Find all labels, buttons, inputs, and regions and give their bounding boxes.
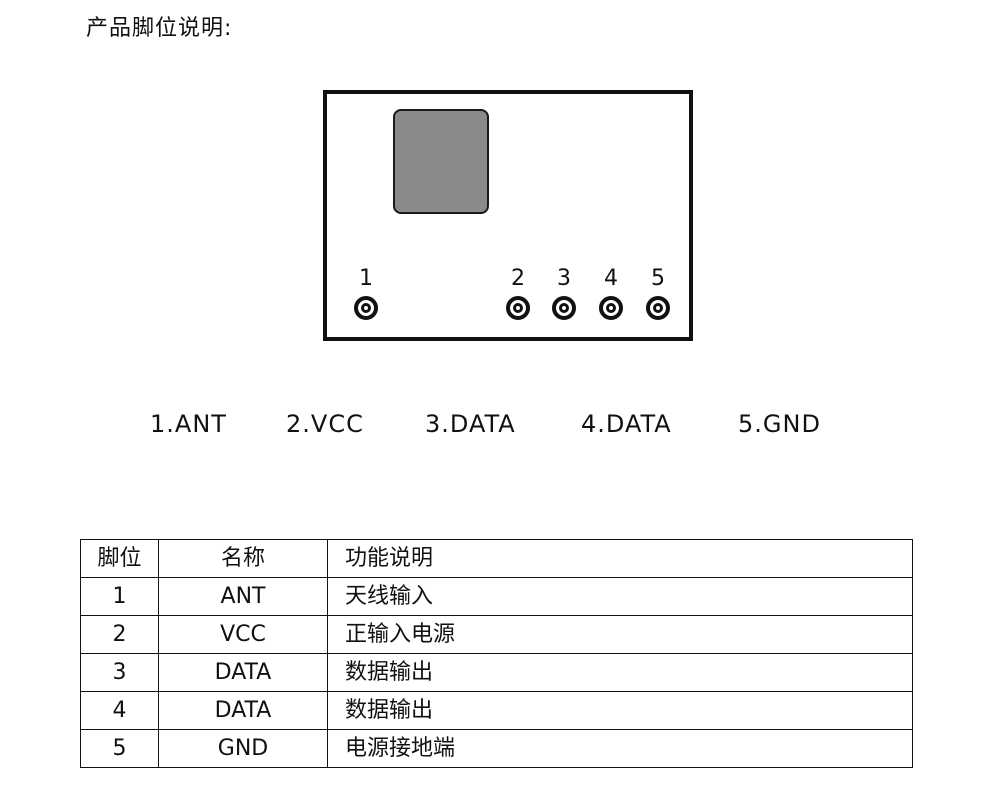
pin-table: 脚位 名称 功能说明 1 ANT 天线输入 2 VCC 正输入电源 3 DATA… [80,539,913,768]
cell-function: 正输入电源 [327,615,913,654]
pin-hole [599,296,623,320]
module-diagram: 1 2 3 4 5 [323,90,693,341]
table-row: 4 DATA 数据输出 [80,691,913,730]
pin-number: 5 [651,266,665,291]
header-name: 名称 [158,539,328,578]
cell-pin: 2 [80,615,159,654]
legend-item-data-3: 3.DATA [425,410,516,438]
cell-name: DATA [158,653,328,692]
legend-item-data-4: 4.DATA [581,410,672,438]
cell-pin: 5 [80,729,159,768]
legend-item-ant: 1.ANT [150,410,227,438]
cell-name: ANT [158,577,328,616]
header-function: 功能说明 [327,539,913,578]
table-header-row: 脚位 名称 功能说明 [80,539,913,578]
pin-hole [354,296,378,320]
cell-name: DATA [158,691,328,730]
cell-function: 数据输出 [327,653,913,692]
cell-pin: 1 [80,577,159,616]
header-pin: 脚位 [80,539,159,578]
pin-5: 5 [638,266,678,320]
pin-hole [646,296,670,320]
pin-number: 1 [359,266,373,291]
cell-function: 电源接地端 [327,729,913,768]
cell-name: GND [158,729,328,768]
cell-pin: 3 [80,653,159,692]
table-row: 1 ANT 天线输入 [80,577,913,616]
pin-hole [552,296,576,320]
cell-name: VCC [158,615,328,654]
pin-number: 2 [511,266,525,291]
cell-function: 天线输入 [327,577,913,616]
chip [393,109,489,214]
legend-item-vcc: 2.VCC [286,410,364,438]
cell-function: 数据输出 [327,691,913,730]
table-row: 5 GND 电源接地端 [80,729,913,768]
pin-4: 4 [591,266,631,320]
pin-2: 2 [498,266,538,320]
pin-1: 1 [346,266,386,320]
legend-item-gnd: 5.GND [738,410,821,438]
pin-hole [506,296,530,320]
table-row: 3 DATA 数据输出 [80,653,913,692]
pin-number: 4 [604,266,618,291]
cell-pin: 4 [80,691,159,730]
page-title: 产品脚位说明: [86,16,233,41]
pin-number: 3 [557,266,571,291]
pin-3: 3 [544,266,584,320]
table-row: 2 VCC 正输入电源 [80,615,913,654]
